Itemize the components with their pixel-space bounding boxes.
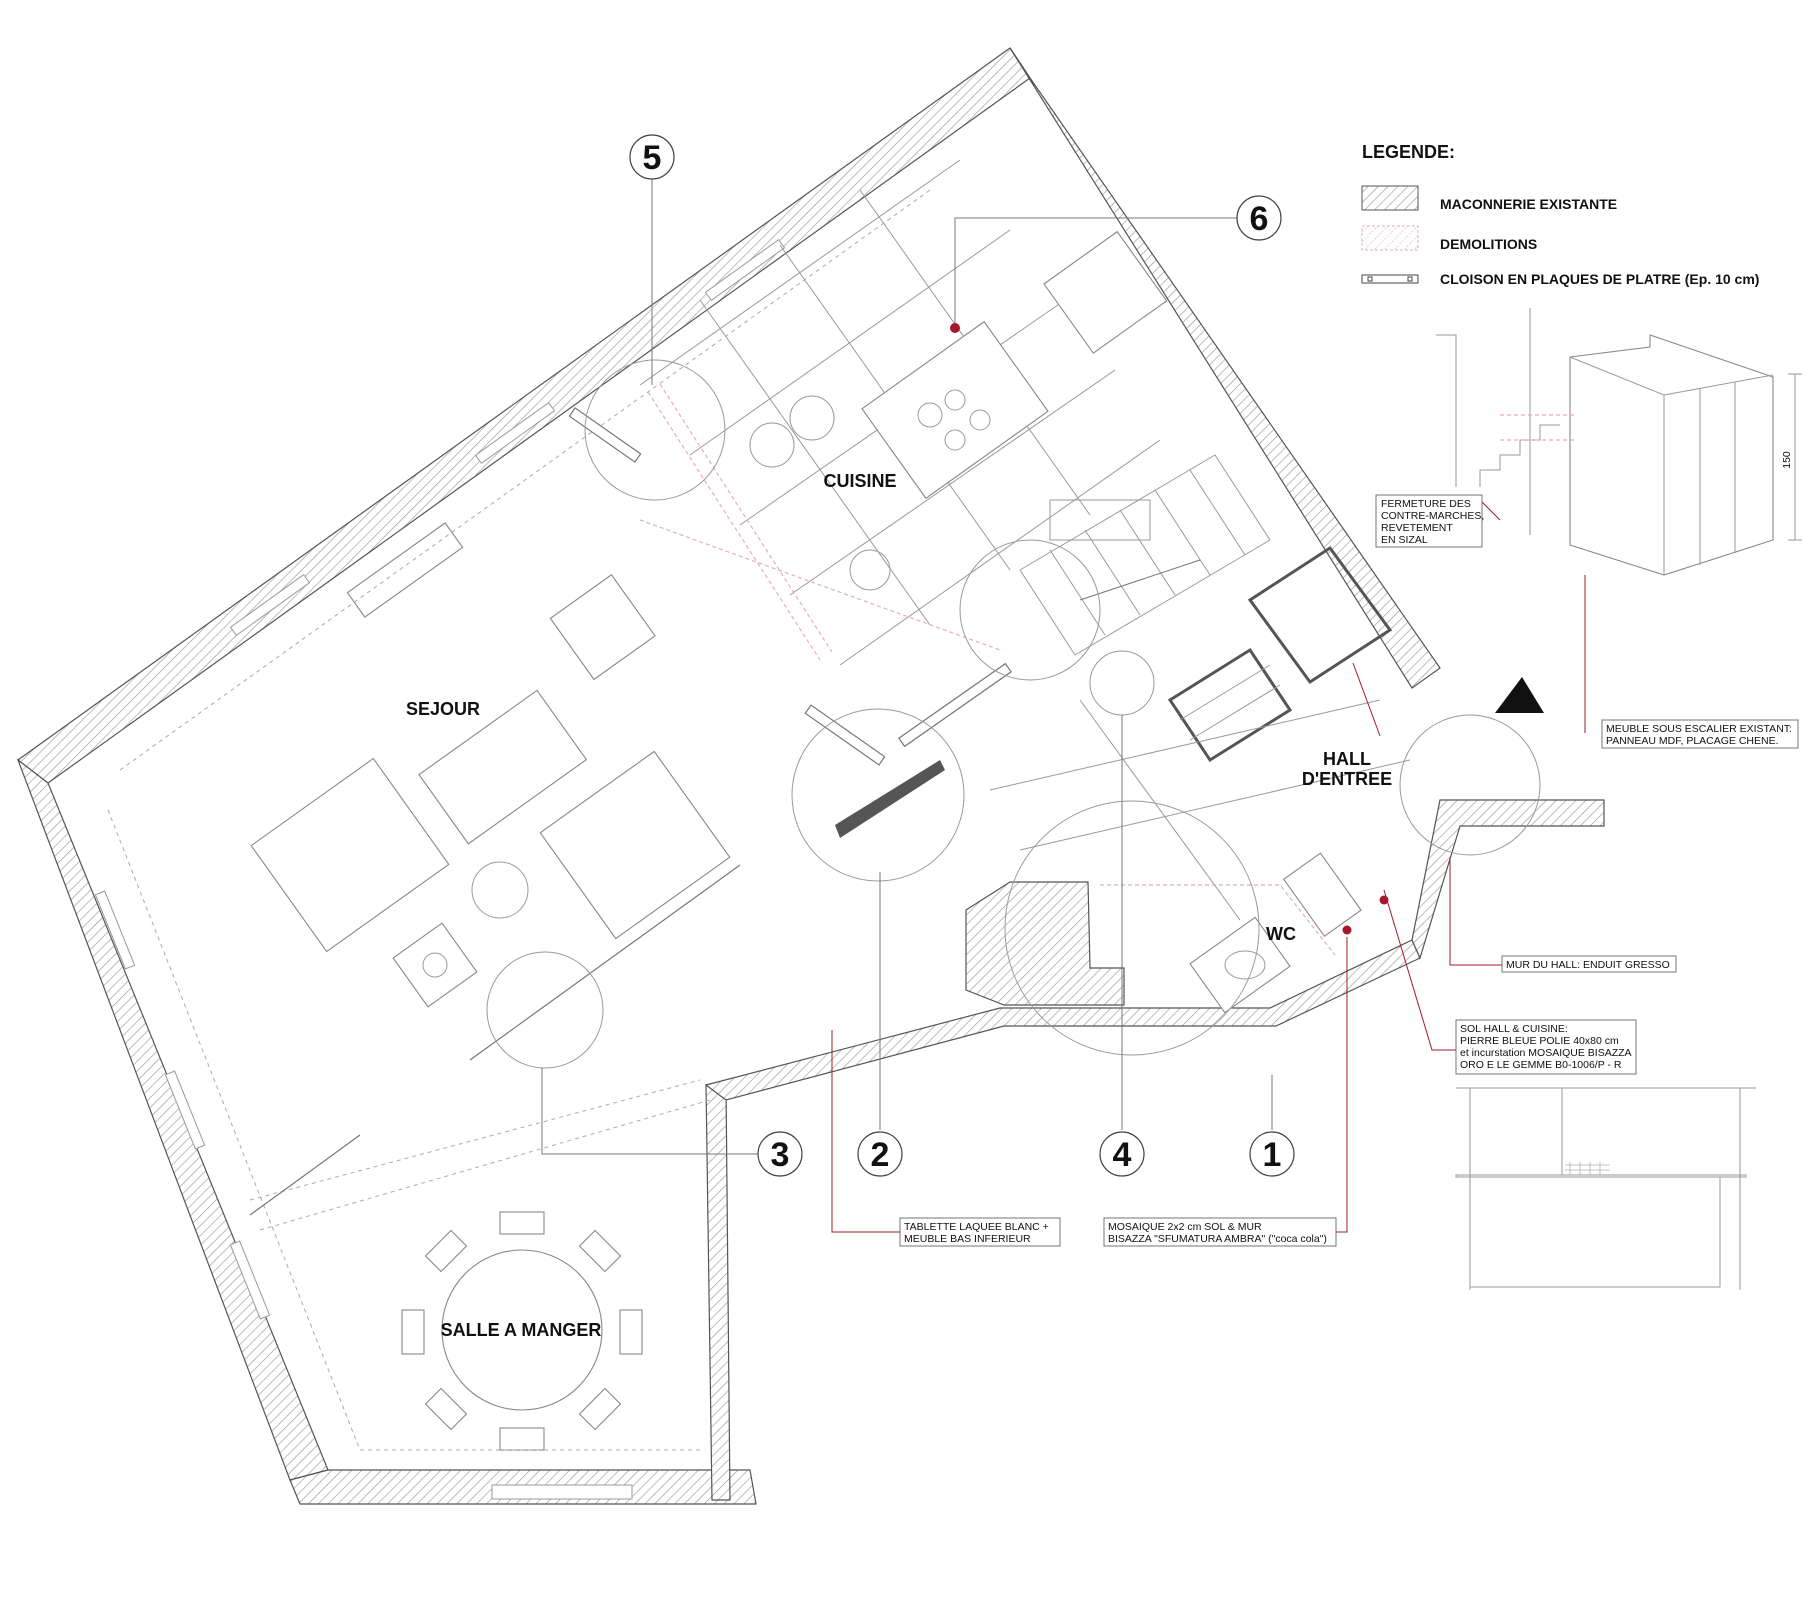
legend: LEGENDE: MACONNERIE EXISTANTE DEMOLITION… — [1361, 142, 1759, 287]
wall-east-stub — [1411, 799, 1605, 960]
note-line: PIERRE BLEUE POLIE 40x80 cm — [1460, 1035, 1619, 1047]
legend-item-masonry: MACONNERIE EXISTANTE — [1440, 196, 1617, 212]
room-label-cuisine: CUISINE — [823, 471, 896, 491]
dimension-label: 150 — [1781, 451, 1793, 469]
kitchen-layout — [639, 159, 1168, 666]
note-line: MEUBLE SOUS ESCALIER EXISTANT: — [1606, 723, 1792, 735]
note-leaders — [831, 499, 1586, 1233]
door-swings — [486, 359, 1541, 1069]
windows — [94, 238, 786, 1500]
note-line: MOSAIQUE 2x2 cm SOL & MUR — [1108, 1221, 1262, 1233]
coffee-table — [418, 689, 588, 845]
note-line: CONTRE-MARCHES, — [1381, 510, 1484, 522]
note-line: PANNEAU MDF, PLACAGE CHENE. — [1606, 735, 1779, 747]
callout-number: 5 — [643, 139, 662, 177]
wall-northeast — [1009, 47, 1441, 689]
note-meuble-escalier: MEUBLE SOUS ESCALIER EXISTANT: PANNEAU M… — [1601, 719, 1799, 749]
tv-unit — [346, 522, 464, 618]
callout-1: 1 — [1249, 1131, 1295, 1177]
legend-title: LEGENDE: — [1362, 142, 1455, 162]
callout-number: 3 — [771, 1136, 790, 1174]
sofa-right — [539, 750, 731, 940]
note-contremarches: FERMETURE DES CONTRE-MARCHES, REVETEMENT… — [1375, 494, 1484, 548]
legend-swatch-partition — [1361, 274, 1419, 284]
legend-item-demolitions: DEMOLITIONS — [1440, 236, 1537, 252]
dining-set — [401, 1211, 643, 1451]
note-mosaique: MOSAIQUE 2x2 cm SOL & MUR BISAZZA "SFUMA… — [1103, 1217, 1337, 1247]
callout-6: 6 — [1236, 195, 1282, 241]
callout-3: 3 — [757, 1131, 803, 1177]
note-line: BISAZZA "SFUMATURA AMBRA" ("coca cola") — [1108, 1233, 1327, 1245]
note-line: TABLETTE LAQUEE BLANC + — [904, 1221, 1049, 1233]
callout-number: 2 — [871, 1136, 890, 1174]
note-line: MEUBLE BAS INFERIEUR — [904, 1233, 1031, 1245]
callout-5: 5 — [629, 134, 675, 180]
callout-number: 6 — [1250, 200, 1269, 238]
note-sol-hall: SOL HALL & CUISINE: PIERRE BLEUE POLIE 4… — [1455, 1019, 1637, 1075]
detail-elevation — [1455, 1087, 1756, 1290]
living-furniture — [250, 522, 731, 1008]
callout-number: 1 — [1263, 1136, 1282, 1174]
legend-item-partition: CLOISON EN PLAQUES DE PLATRE (Ep. 10 cm) — [1440, 271, 1759, 287]
room-label-hall-line2: D'ENTREE — [1302, 769, 1392, 789]
callout-number: 4 — [1113, 1136, 1132, 1174]
callout-4: 4 — [1099, 1131, 1145, 1177]
staircase — [1019, 454, 1393, 763]
callout-2: 2 — [857, 1131, 903, 1177]
note-line: ORO E LE GEMME B0-1006/P - R — [1460, 1059, 1622, 1071]
room-label-hall-line1: HALL — [1323, 749, 1371, 769]
north-arrow — [1495, 677, 1544, 713]
dashed-lines — [107, 189, 931, 1451]
wc-fixtures — [1189, 852, 1362, 1014]
note-line: REVETEMENT — [1381, 522, 1453, 534]
note-tablette: TABLETTE LAQUEE BLANC + MEUBLE BAS INFER… — [899, 1217, 1061, 1247]
detail-stair-cabinet: 150 — [1436, 308, 1802, 576]
chimney — [965, 881, 1125, 1006]
room-label-sejour: SEJOUR — [406, 699, 480, 719]
partitions — [249, 407, 1012, 1216]
hall-grid — [989, 699, 1411, 921]
note-line: FERMETURE DES — [1381, 498, 1471, 510]
room-label-salle-a-manger: SALLE A MANGER — [441, 1320, 602, 1340]
demolitions — [639, 383, 1336, 956]
callout-leaders — [541, 178, 1273, 1155]
note-line: EN SIZAL — [1381, 534, 1428, 546]
wall-dining-east — [705, 1084, 731, 1501]
side-table — [392, 922, 478, 1008]
legend-swatch-demolitions — [1361, 225, 1419, 251]
note-mur-hall: MUR DU HALL: ENDUIT GRESSO — [1501, 955, 1677, 973]
legend-swatch-masonry — [1361, 185, 1419, 211]
sink — [1043, 230, 1168, 354]
armchair — [549, 574, 656, 681]
sofa-left — [250, 757, 450, 953]
note-line: MUR DU HALL: ENDUIT GRESSO — [1506, 959, 1670, 971]
note-line: et incurstation MOSAIQUE BISAZZA — [1460, 1047, 1632, 1059]
room-label-wc: WC — [1266, 924, 1296, 944]
dining-table — [441, 1249, 603, 1411]
note-line: SOL HALL & CUISINE: — [1460, 1023, 1568, 1035]
